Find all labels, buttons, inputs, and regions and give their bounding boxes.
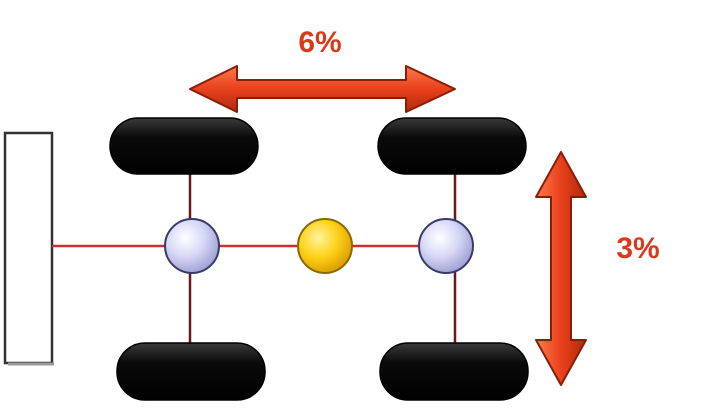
right-hub-icon [418,218,474,274]
tire-rear-left-icon [116,342,266,401]
horizontal-percent-label: 6% [298,26,341,59]
horizontal-double-arrow-icon [189,65,456,113]
tire-front-left-icon [109,117,259,175]
left-hub-icon [164,218,220,274]
wall-block [3,131,54,365]
vertical-double-arrow-icon [535,151,587,386]
tire-front-right-icon [377,117,527,175]
tire-rear-right-icon [379,342,529,401]
vertical-percent-label: 3% [616,232,659,265]
center-mass-icon [297,218,353,274]
